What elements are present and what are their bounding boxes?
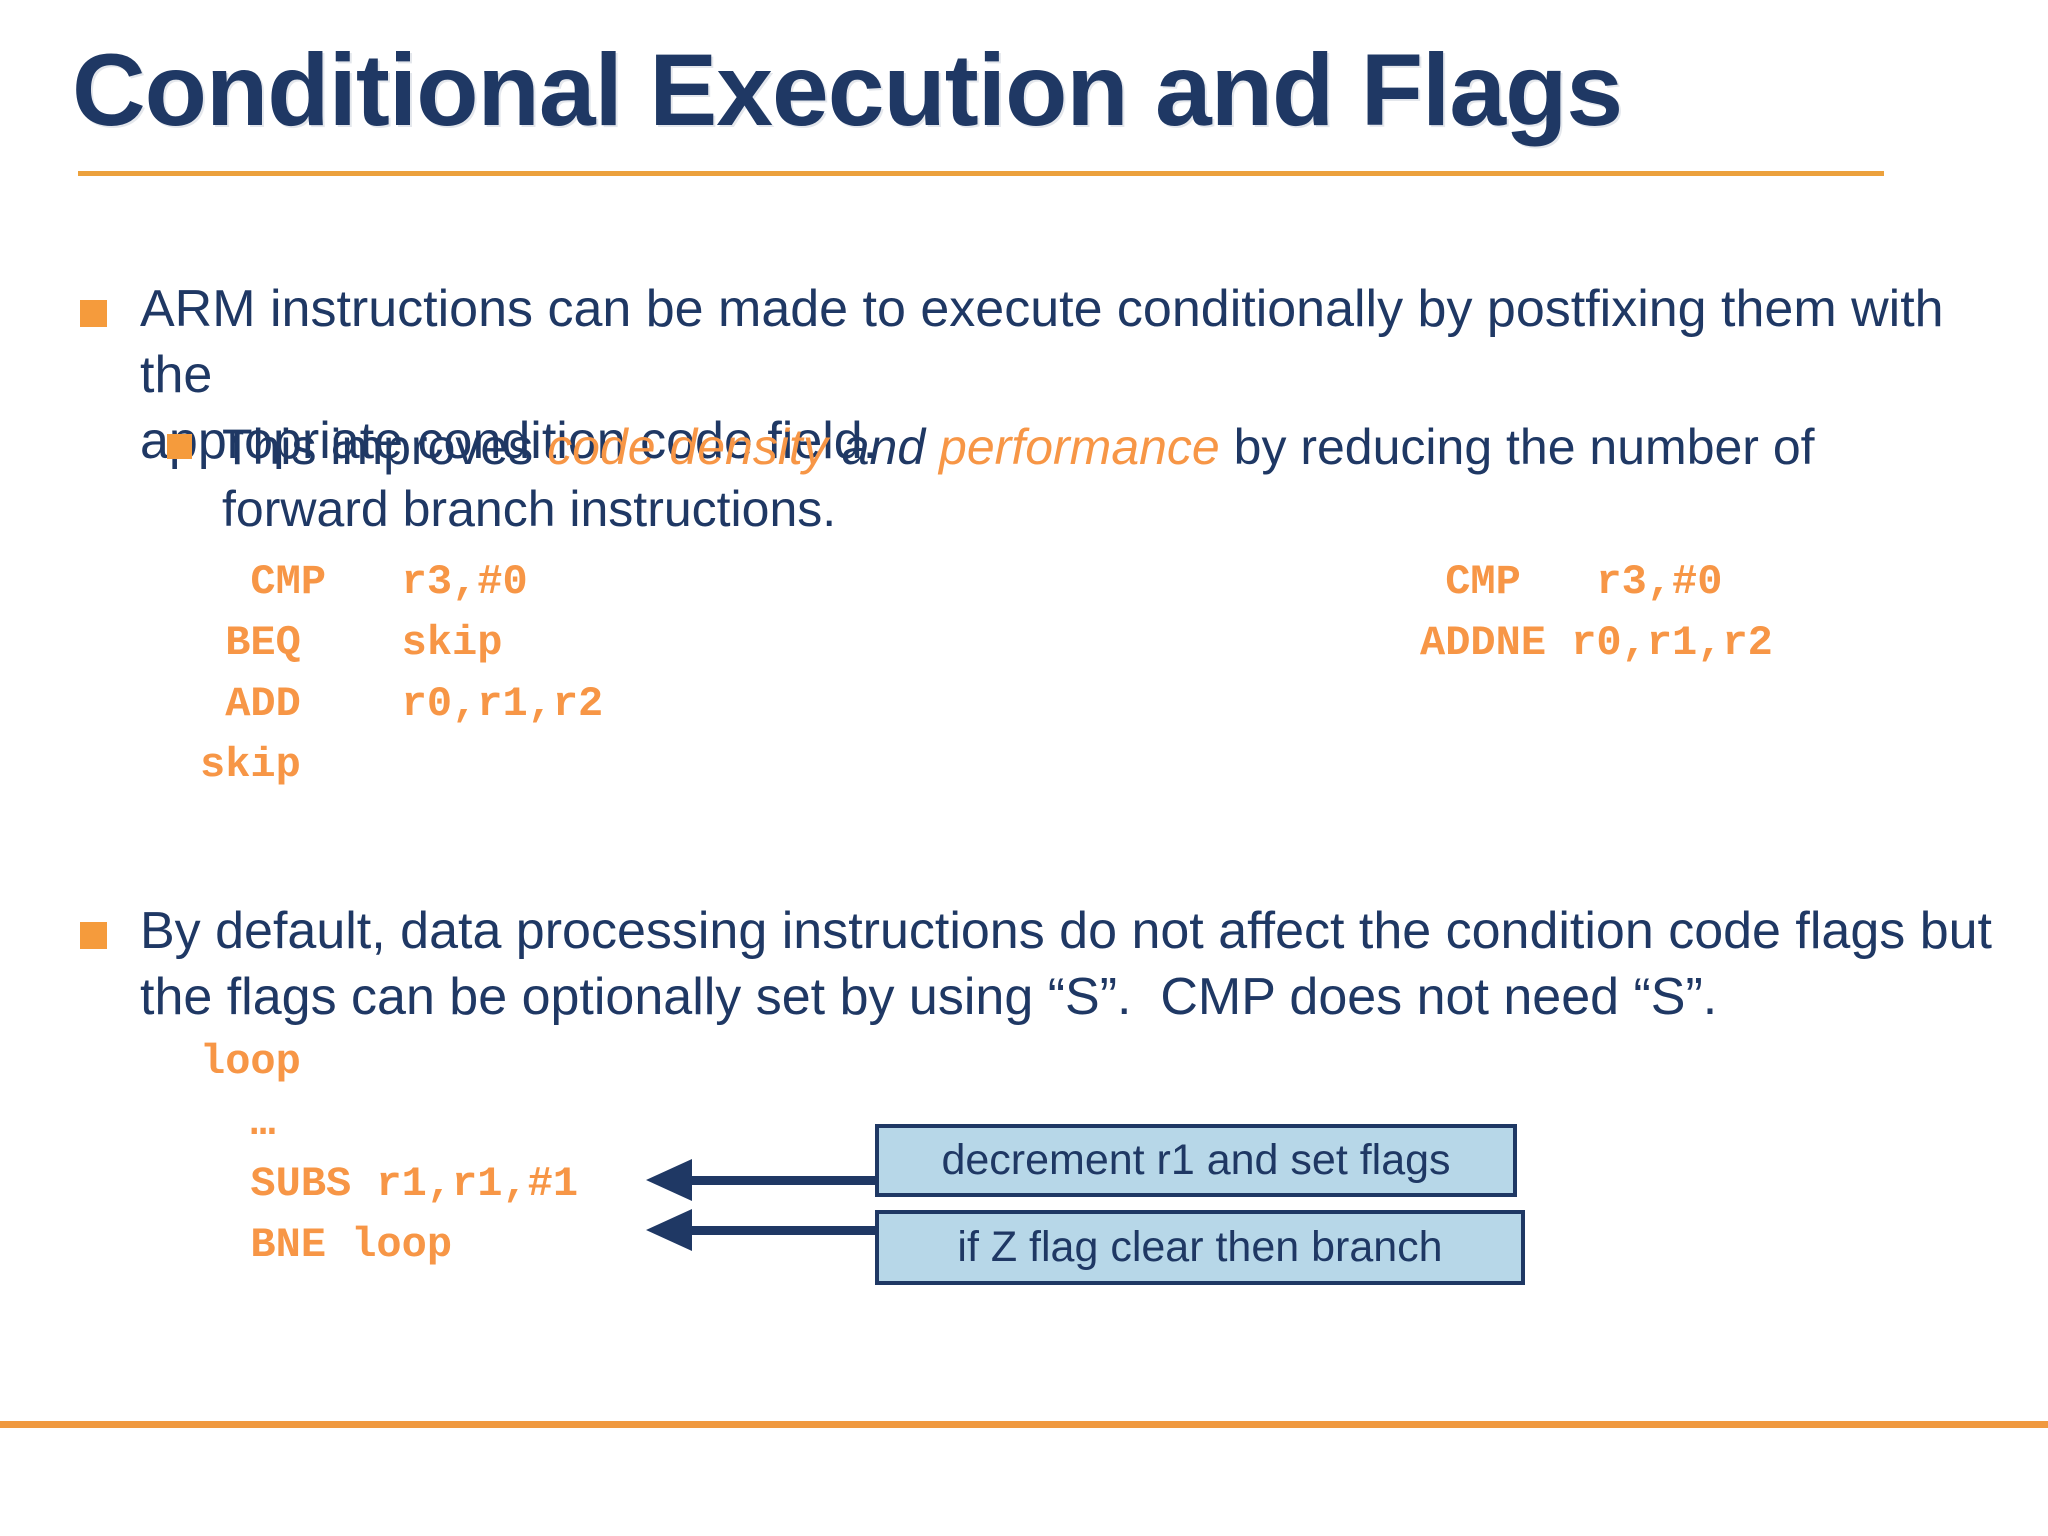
arrow-line-bne: [688, 1226, 876, 1235]
arrow-line-subs: [688, 1176, 876, 1185]
arrow-head-icon: [646, 1209, 692, 1251]
title-underline: [78, 171, 1884, 176]
emphasis-code-density: code density: [547, 419, 828, 475]
bullet1-text: ARM instructions can be made to execute …: [140, 280, 1944, 470]
bullet2-text: By default, data processing instructions…: [140, 902, 1992, 1026]
emphasis-and: and: [827, 419, 940, 475]
sub-bullet-square-icon: [167, 434, 192, 459]
emphasis-performance: performance: [939, 419, 1220, 475]
callout-z-flag-branch: if Z flag clear then branch: [875, 1210, 1525, 1285]
arrow-head-icon: [646, 1159, 692, 1201]
slide-title: Conditional Execution and Flags: [72, 33, 1623, 147]
bullet-square-icon: [80, 922, 107, 949]
code-block-loop: loop … SUBS r1,r1,#1 BNE loop: [200, 1038, 579, 1269]
code-block-branch-version: CMP r3,#0 BEQ skip ADD r0,r1,r2 skip: [200, 558, 604, 789]
sub-bullet-suffix: by reducing the number of forward branch…: [222, 419, 1815, 537]
bottom-rule: [0, 1421, 2048, 1428]
callout-decrement-flags: decrement r1 and set flags: [875, 1124, 1517, 1197]
code-block-conditional-version: CMP r3,#0 ADDNE r0,r1,r2: [1420, 558, 1773, 667]
bullet-square-icon: [80, 300, 107, 327]
sub-bullet-prefix: This improves: [222, 419, 548, 475]
sub-bullet-text: This improves code density and performan…: [222, 416, 1922, 540]
